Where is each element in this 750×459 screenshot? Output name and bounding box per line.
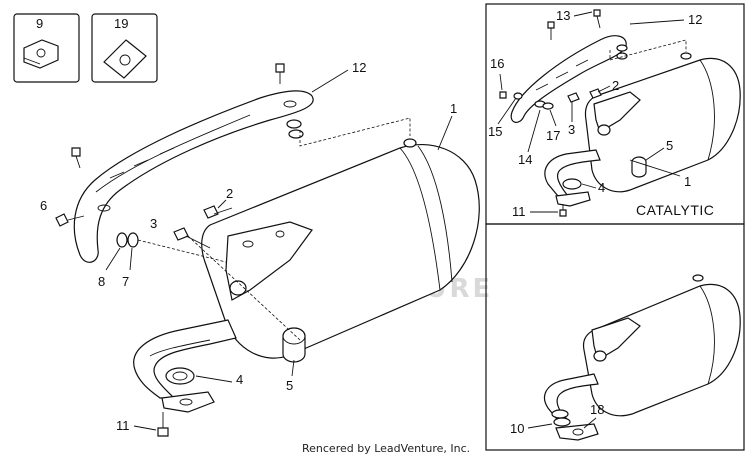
bolt-2 [203,205,219,219]
bolt-6 [55,213,69,227]
flange-plate [161,391,215,413]
cat-callout-17: 17 [546,128,560,143]
callout-1: 1 [450,101,457,116]
callout-4: 4 [236,372,243,387]
gasket-4 [165,367,195,385]
bushing-5 [282,327,306,363]
screw-top-left [71,147,81,157]
callout-12: 12 [352,60,366,75]
hardware-box-9: 9 [13,13,80,83]
alternate-panel [485,223,745,451]
heat-shield [73,90,314,263]
alt-callout-10: 10 [510,421,524,436]
cat-callout-3: 3 [568,122,575,137]
alt-callouts: 10 18 [510,402,604,436]
cat-callout-1: 1 [684,174,691,189]
cat-callout-4: 4 [598,180,605,195]
cat-callout-11: 11 [512,204,526,219]
muffler-body [201,144,480,359]
catalytic-label: CATALYTIC [636,202,714,218]
cat-callout-13: 13 [556,8,570,23]
catalytic-panel [485,3,745,225]
bolt-11 [157,427,169,437]
alt-gasket [551,409,569,419]
callout-7: 7 [122,274,129,289]
main-assembly [55,63,480,437]
spring-clip-19 [103,39,147,79]
exhaust-pipe [133,319,237,399]
callout-19: 19 [114,16,128,31]
cat-callout-12: 12 [688,12,702,27]
callout-8: 8 [98,274,105,289]
washer-7 [127,232,139,248]
bolt-3 [173,227,189,241]
credit-line: Rencered by LeadVenture, Inc. [302,442,470,455]
callout-5: 5 [286,378,293,393]
catalytic-heat-shield [510,35,627,123]
callout-9: 9 [36,16,43,31]
callout-11: 11 [116,418,130,433]
washer-12 [286,119,302,129]
clip-nut-9 [23,39,59,69]
mounting-bracket [225,221,313,301]
alt-callout-18: 18 [590,402,604,417]
screw-12 [275,63,285,73]
cat-callout-14: 14 [518,152,532,167]
washer-8 [116,232,128,248]
callout-6: 6 [40,198,47,213]
callout-2: 2 [226,186,233,201]
cat-callout-5: 5 [666,138,673,153]
hardware-box-19: 19 [91,13,158,83]
catalytic-callouts: 13 12 16 15 2 17 3 14 5 1 4 11 CATALYTIC [488,8,714,219]
callout-3: 3 [150,216,157,231]
main-callouts: 12 1 2 3 6 8 7 4 5 11 [40,60,457,433]
cat-callout-15: 15 [488,124,502,139]
cat-callout-2: 2 [612,78,619,93]
cat-callout-16: 16 [490,56,504,71]
